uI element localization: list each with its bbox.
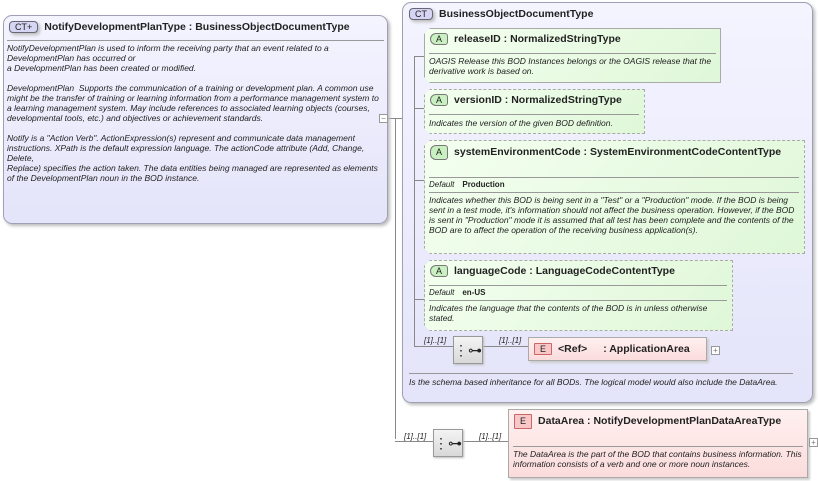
attribute-doc: Indicates whether this BOD is being sent… [429,195,795,235]
element-doc: The DataArea is the part of the BOD that… [513,449,802,469]
type-name: NotifyDevelopmentPlanType [44,21,186,33]
attribute-doc: Indicates the language that the contents… [429,303,708,323]
attribute-icon: A [430,265,448,277]
attribute-icon: A [430,145,448,160]
base-type-name: BusinessObjectDocumentType [195,21,350,33]
attribute-doc: OAGIS Release this BOD Instances belongs… [429,56,712,76]
complex-type-icon: CT [409,8,433,20]
sequence-icon[interactable]: ⋮⊶ [433,429,463,457]
main-complex-type[interactable]: CT+NotifyDevelopmentPlanType : BusinessO… [3,15,388,224]
connector [395,118,396,439]
sequence-icon[interactable]: ⋮⊶ [453,336,483,364]
complex-type-extension-icon: CT+ [9,21,39,33]
cardinality-label: [1]..[1] [424,336,447,345]
element-icon: E [514,414,533,429]
main-type-doc: NotifyDevelopmentPlan is used to inform … [7,43,379,183]
attribute-icon: A [430,94,448,106]
element-icon: E [534,343,553,355]
connector [462,441,508,442]
expand-icon[interactable]: + [809,438,818,447]
connector [395,441,433,442]
attribute-icon: A [430,33,448,45]
cardinality-label: [1]..[1] [479,432,502,441]
connector [386,118,402,119]
cardinality-label: [1]..[1] [499,336,522,345]
expand-icon[interactable]: + [711,346,720,355]
attribute-doc: Indicates the version of the given BOD d… [429,118,613,128]
cardinality-label: [1]..[1] [404,432,427,441]
base-type-doc: Is the schema based inheritance for all … [409,377,778,387]
main-type-header: CT+NotifyDevelopmentPlanType : BusinessO… [9,21,350,33]
element-application-area[interactable]: E<Ref>: ApplicationArea [528,337,707,361]
collapse-icon[interactable]: − [379,114,388,123]
